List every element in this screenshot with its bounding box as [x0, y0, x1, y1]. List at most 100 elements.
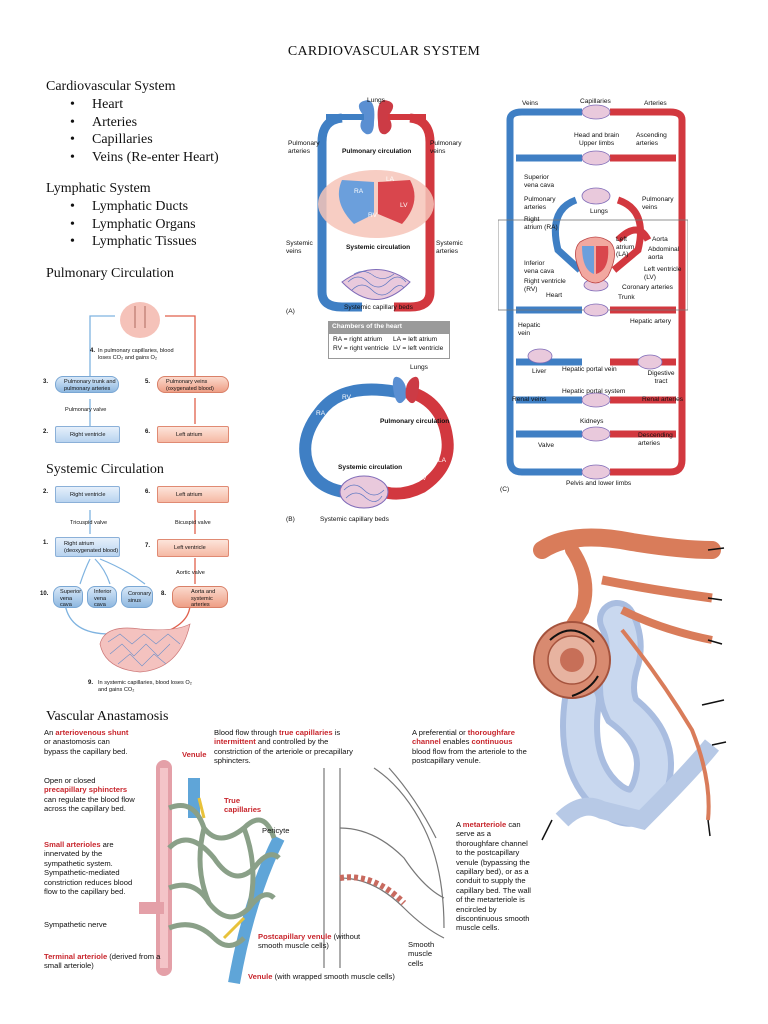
- chambers-legend-title: Chambers of the heart: [328, 321, 450, 333]
- list-item: Veins (Re-enter Heart): [46, 149, 219, 167]
- step-number: 1.: [43, 540, 49, 546]
- descending-arteries-label: Descending arteries: [638, 432, 673, 447]
- step-number: 6.: [145, 429, 151, 435]
- renal-veins-label: Renal veins: [512, 396, 547, 403]
- step-9-text: In systemic capillaries, blood loses O₂ …: [98, 680, 192, 693]
- blood-flow-text: Blood flow through true capillaries is i…: [214, 728, 353, 766]
- la-label: LA: [438, 457, 447, 464]
- lv-label: LV: [400, 202, 408, 209]
- systemic-flow-diagram: 2. Right ventricle 6. Left atrium Tricus…: [40, 484, 240, 694]
- list-item: Lymphatic Ducts: [46, 198, 197, 216]
- lymph-list: Lymphatic Ducts Lymphatic Organs Lymphat…: [46, 198, 197, 251]
- list-item: Capillaries: [46, 131, 219, 149]
- lungs-label: Lungs: [367, 97, 385, 104]
- systemic-heading: Systemic Circulation: [46, 462, 164, 477]
- head-label: Head and brain Upper limbs: [574, 132, 620, 147]
- rv-label: Right ventricle (RV): [524, 278, 566, 293]
- step-4-text: In pulmonary capillaries, blood loses CO…: [98, 348, 174, 361]
- figure-label: (C): [500, 486, 510, 493]
- figure-a-circulation: Lungs Pulmonary arteries Pulmonary veins…: [282, 92, 472, 322]
- step-6-box: Left atrium: [157, 486, 229, 503]
- renal-arteries-label: Renal arteries: [642, 396, 684, 403]
- digestive-tract-label: Digestive tract: [647, 370, 675, 385]
- step-5-box: Pulmonary veins (oxygenated blood): [157, 376, 229, 393]
- shunt-text: An arteriovenous shunt or anastomosis ca…: [44, 728, 129, 756]
- true-capillaries-label: True capillaries: [224, 796, 262, 815]
- step-number: 4.: [90, 348, 96, 354]
- step-number: 8.: [161, 591, 167, 597]
- step-number: 5.: [145, 379, 151, 385]
- list-item: Arteries: [46, 114, 219, 132]
- step-number: 2.: [43, 429, 49, 435]
- aorta-label: Aorta: [652, 236, 668, 243]
- svc-box: Superior vena cava: [53, 586, 83, 608]
- lungs-label: Lungs: [410, 364, 428, 371]
- capillary-beds-label: Systemic capillary beds: [344, 304, 413, 311]
- systemic-circulation-label: Systemic circulation: [346, 244, 411, 251]
- pericyte-label: Pericyte: [262, 826, 290, 835]
- hepatic-artery-label: Hepatic artery: [630, 318, 672, 325]
- figure-a-drawing: [317, 100, 435, 312]
- vascular-drawing: [139, 760, 445, 985]
- vascular-heading: Vascular Anastamosis: [46, 709, 169, 724]
- pulmonary-veins-label: Pulmonary veins: [430, 140, 462, 155]
- smooth-muscle-label: Smooth muscle cells: [408, 940, 435, 968]
- venule-wrapped-text: Venule (with wrapped smooth muscle cells…: [248, 972, 395, 981]
- lungs-label: Lungs: [590, 208, 608, 215]
- ra-label: RA: [354, 188, 364, 195]
- hepatic-vein-label: Hepatic vein: [518, 322, 541, 337]
- legend-ra: RA = right atrium: [333, 335, 383, 343]
- ascending-arteries-label: Ascending arteries: [636, 132, 667, 147]
- step-number: 3.: [43, 379, 49, 385]
- aortic-valve-label: Aortic valve: [176, 570, 205, 576]
- postcapillary-venule-text: Postcapillary venule (without smooth mus…: [258, 932, 361, 951]
- step-6-box: Left atrium: [157, 426, 229, 443]
- ivc-box: Inferior vena cava: [87, 586, 117, 608]
- figure-b-circulation: Lungs Pulmonary circulation RV RA LA LV …: [282, 362, 472, 530]
- step-3-box: Pulmonary trunk and pulmonary arteries: [55, 376, 119, 393]
- pulmonary-flow-arrows: [89, 302, 196, 426]
- list-item: Lymphatic Tissues: [46, 233, 197, 251]
- pulmonary-heading: Pulmonary Circulation: [46, 266, 174, 281]
- step-number: 10.: [40, 591, 49, 597]
- systemic-flow-arrows: [64, 510, 196, 673]
- step-number: 2.: [43, 489, 49, 495]
- step-number: 6.: [145, 489, 151, 495]
- sympathetic-nerve-label: Sympathetic nerve: [44, 920, 107, 929]
- systemic-veins-label: Systemic veins: [286, 240, 313, 255]
- step-number: 7.: [145, 543, 151, 549]
- step-2-box: Right ventricle: [55, 486, 120, 503]
- left-atrium-label: Left atrium (LA): [616, 236, 635, 259]
- terminal-arteriole-text: Terminal arteriole (derived from a small…: [44, 952, 161, 971]
- arteries-label: Arteries: [644, 100, 667, 107]
- capillaries-label: Capillaries: [580, 98, 611, 105]
- list-item: Heart: [46, 96, 219, 114]
- step-2-box: Right ventricle: [55, 426, 120, 443]
- abdominal-aorta-label: Abdominal aorta: [648, 246, 680, 261]
- pulmonary-valve-label: Pulmonary valve: [65, 407, 107, 413]
- page-title: CARDIOVASCULAR SYSTEM: [287, 44, 481, 59]
- coronary-sinus-box: Coronary sinus: [121, 586, 153, 608]
- trunk-label: Trunk: [618, 294, 635, 301]
- vessel-illustration: [512, 520, 732, 850]
- figure-c-drawing: [498, 104, 688, 480]
- step-8-box: Aorta and systemic arteries: [172, 586, 228, 608]
- figure-b-drawing: [299, 376, 454, 509]
- lv-label: LV: [419, 475, 427, 482]
- lv-label: Left ventricle (LV): [644, 266, 682, 281]
- pelvis-label: Pelvis and lower limbs: [566, 480, 632, 487]
- ra-label: RA: [316, 410, 326, 417]
- pulmonary-circulation-label: Pulmonary circulation: [342, 148, 412, 155]
- vessel-drawing: [533, 528, 727, 841]
- chambers-legend: Chambers of the heart RA = right atrium …: [328, 321, 450, 359]
- sphincter-text: Open or closed precapillary sphincters c…: [44, 776, 135, 814]
- tricuspid-valve-label: Tricuspid valve: [70, 520, 108, 526]
- list-item: Lymphatic Organs: [46, 216, 197, 234]
- pulmonary-circulation-label: Pulmonary circulation: [380, 418, 450, 425]
- legend-la: LA = left atrium: [393, 335, 438, 343]
- pulmonary-flow-diagram: 4. In pulmonary capillaries, blood loses…: [40, 296, 240, 456]
- cardio-list: Heart Arteries Capillaries Veins (Re-ent…: [46, 96, 219, 166]
- rv-label: RV: [368, 212, 378, 219]
- svc-label: Superior vena cava: [524, 174, 555, 189]
- bicuspid-valve-label: Bicuspid valve: [175, 520, 211, 526]
